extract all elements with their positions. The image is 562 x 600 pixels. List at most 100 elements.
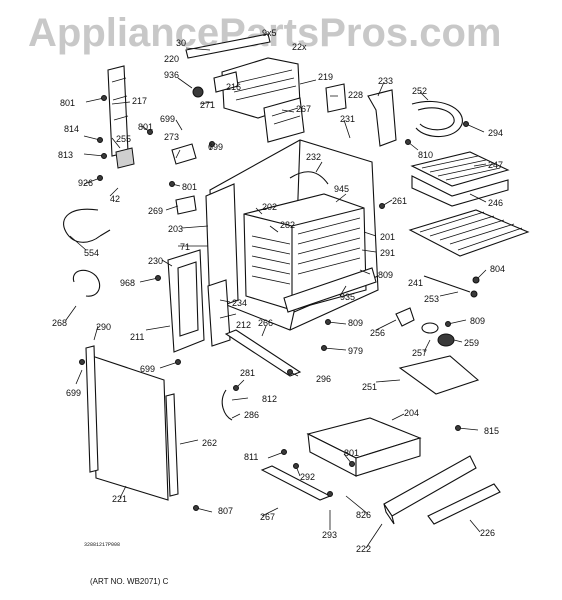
part-266-rail[interactable]	[224, 329, 302, 377]
callout-268[interactable]: 268	[52, 318, 67, 328]
callout-296[interactable]: 296	[316, 374, 331, 384]
callout-232[interactable]: 232	[306, 152, 321, 162]
part-212-front-frame[interactable]	[283, 267, 377, 313]
callout-968[interactable]: 968	[120, 278, 135, 288]
part-228-plate[interactable]	[325, 83, 347, 113]
part-253-sensor[interactable]	[423, 275, 478, 298]
callout-219[interactable]: 219	[318, 72, 333, 82]
callout-815[interactable]: 815	[484, 426, 499, 436]
callout-211[interactable]: 211	[130, 332, 144, 342]
callout-262[interactable]: 262	[202, 438, 217, 448]
callout-241[interactable]: 241	[408, 278, 423, 288]
callout-233[interactable]: 233	[378, 76, 393, 86]
callout-699[interactable]: 699	[208, 142, 223, 152]
callout-812[interactable]: 812	[262, 394, 277, 404]
callout-813[interactable]: 813	[58, 150, 73, 160]
callout-267[interactable]: 267	[296, 104, 311, 114]
part-216-bracket[interactable]	[213, 71, 239, 93]
callout-257[interactable]: 257	[412, 348, 427, 358]
part-267-vent[interactable]	[263, 97, 305, 143]
callout-251[interactable]: 251	[362, 382, 377, 392]
callout-273[interactable]: 273	[164, 132, 179, 142]
callout-810[interactable]: 810	[418, 150, 433, 160]
callout-801[interactable]: 801	[344, 448, 359, 458]
callout-935[interactable]: 935	[340, 292, 355, 302]
callout-202[interactable]: 202	[262, 202, 277, 212]
callout-261[interactable]: 261	[392, 196, 407, 206]
part-222-drawer-front[interactable]	[383, 455, 477, 525]
callout-22x[interactable]: 22x	[292, 42, 307, 52]
callout-222[interactable]: 222	[356, 544, 371, 554]
callout-253[interactable]: 253	[424, 294, 439, 304]
callout-809[interactable]: 809	[378, 270, 393, 280]
part-246-pan[interactable]	[411, 175, 509, 207]
callout-807[interactable]: 807	[218, 506, 233, 516]
callout-267[interactable]: 267	[260, 512, 275, 522]
part-554-power-cord[interactable]	[63, 208, 111, 243]
callout-809[interactable]: 809	[348, 318, 363, 328]
callout-9x5[interactable]: 9x5	[262, 28, 277, 38]
callout-231[interactable]: 231	[340, 114, 355, 124]
part-262-trim-strip[interactable]	[165, 393, 179, 497]
part-257-lamp[interactable]	[421, 322, 439, 334]
callout-801[interactable]: 801	[182, 182, 197, 192]
callout-234[interactable]: 234	[232, 298, 247, 308]
callout-286[interactable]: 286	[244, 410, 259, 420]
callout-228[interactable]: 228	[348, 90, 363, 100]
part-233-bracket[interactable]	[367, 89, 397, 147]
callout-801[interactable]: 801	[138, 122, 153, 132]
callout-801[interactable]: 801	[60, 98, 75, 108]
callout-269[interactable]: 269	[148, 206, 163, 216]
part-290-trim[interactable]	[85, 345, 99, 473]
callout-271[interactable]: 271	[200, 100, 215, 110]
callout-804[interactable]: 804	[490, 264, 505, 274]
part-252-element[interactable]	[411, 100, 463, 138]
callout-30[interactable]: 30	[176, 38, 186, 48]
callout-204[interactable]: 204	[404, 408, 419, 418]
part-204-drawer[interactable]	[306, 417, 422, 477]
callout-291[interactable]: 291	[380, 248, 395, 258]
callout-42[interactable]: 42	[110, 194, 120, 204]
callout-936[interactable]: 936	[164, 70, 179, 80]
callout-230[interactable]: 230	[148, 256, 163, 266]
callout-221[interactable]: 221	[112, 494, 127, 504]
callout-212[interactable]: 212	[236, 320, 251, 330]
callout-256[interactable]: 256	[370, 328, 385, 338]
part-234-bracket[interactable]	[207, 279, 231, 347]
callout-246[interactable]: 246	[488, 198, 503, 208]
callout-826[interactable]: 826	[356, 510, 371, 520]
callout-811[interactable]: 811	[244, 452, 258, 462]
callout-247[interactable]: 247	[488, 160, 503, 170]
part-203-side-panel[interactable]	[205, 183, 239, 311]
callout-281[interactable]: 281	[240, 368, 255, 378]
part-282-rack-supports[interactable]	[251, 217, 361, 285]
callout-216[interactable]: 216	[226, 82, 241, 92]
callout-554[interactable]: 554	[84, 248, 99, 258]
callout-293[interactable]: 293	[322, 530, 337, 540]
callout-203[interactable]: 203	[168, 224, 183, 234]
callout-979[interactable]: 979	[348, 346, 363, 356]
callout-814[interactable]: 814	[64, 124, 79, 134]
callout-699[interactable]: 699	[160, 114, 175, 124]
callout-259[interactable]: 259	[464, 338, 479, 348]
part-259-lamp-cover[interactable]	[437, 333, 455, 347]
part-267-drawer-rail[interactable]	[260, 465, 332, 501]
part-221-side-panel[interactable]	[91, 355, 169, 501]
callout-282[interactable]: 282	[280, 220, 295, 230]
callout-226[interactable]: 226	[480, 528, 495, 538]
part-269-bracket[interactable]	[175, 195, 197, 215]
callout-290[interactable]: 290	[96, 322, 111, 332]
callout-926[interactable]: 926	[78, 178, 93, 188]
callout-292[interactable]: 292	[300, 472, 315, 482]
callout-266[interactable]: 266	[258, 318, 273, 328]
callout-294[interactable]: 294	[488, 128, 503, 138]
callout-809[interactable]: 809	[470, 316, 485, 326]
callout-201[interactable]: 201	[380, 232, 395, 242]
part-241-oven-rack[interactable]	[408, 209, 530, 257]
part-247-broiler-pan[interactable]	[410, 151, 510, 187]
part-255-switch[interactable]	[115, 147, 135, 169]
callout-255[interactable]: 255	[116, 134, 131, 144]
callout-945[interactable]: 945	[334, 184, 349, 194]
callout-699[interactable]: 699	[140, 364, 155, 374]
callout-252[interactable]: 252	[412, 86, 427, 96]
